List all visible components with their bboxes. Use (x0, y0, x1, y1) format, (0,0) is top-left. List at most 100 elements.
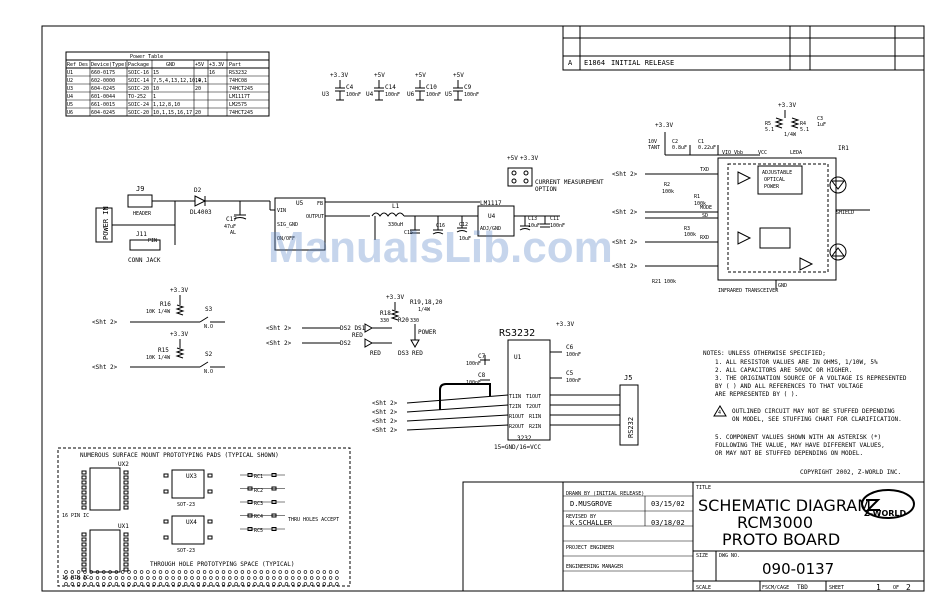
through-hole (196, 570, 201, 574)
power-table: Power Table Ref Des Device(Type) Package… (65, 51, 270, 117)
power-table-cell: 7,5,4,13,12,10,9 (153, 78, 201, 84)
through-hole (70, 570, 75, 574)
through-hole (158, 570, 163, 574)
ux3-pkg: SOT-23 (177, 502, 195, 508)
u5-ref: U5 (445, 91, 453, 98)
r1-val: 100k (694, 201, 706, 207)
proto-pad (247, 473, 253, 477)
proto-pad (123, 547, 129, 552)
u5-capval: 100nF (464, 92, 479, 98)
t2in-label: T2IN (509, 404, 521, 410)
revised-date: 03/18/02 (651, 519, 685, 527)
proto-section: NUMEROUS SURFACE MOUNT PROTOTYPING PADS … (57, 447, 351, 587)
c2-tant: TANT (648, 145, 660, 151)
proto-pads (64, 470, 339, 586)
proto-pad (271, 527, 277, 531)
power-table-cell: LM2575 (229, 102, 247, 108)
proto-pad (247, 513, 253, 518)
revised-label: REVISED BY (566, 514, 596, 520)
power-table-cell: 20 (195, 86, 201, 92)
proto-pad (81, 480, 87, 485)
through-hole (265, 582, 270, 586)
u5-label: U5 (296, 200, 304, 207)
proto-pad (247, 527, 253, 531)
header-device: Device(Type) (91, 62, 127, 68)
through-hole (102, 582, 106, 586)
rc1-label: RC1 (254, 474, 263, 480)
through-hole (64, 576, 68, 580)
header-gnd: GND (166, 62, 175, 68)
rev-letter: A (568, 59, 573, 67)
proto-pad (123, 557, 129, 562)
through-hole (102, 570, 106, 574)
power-table-cell: 20 (195, 110, 201, 116)
through-hole (284, 576, 289, 580)
ir-sht-rxd: <Sht 2> (612, 239, 638, 246)
j9-header-label: HEADER (133, 211, 152, 217)
through-hole (152, 582, 156, 586)
zworld-logo: Z-WORLD (861, 489, 915, 519)
led-r19: R19,18,20 (410, 299, 443, 306)
j11-pin-label: PIN (148, 238, 157, 244)
ux2-label: UX2 (118, 461, 129, 468)
u6-ref: U6 (407, 91, 415, 98)
ir-section: +3.3V R5 5.1 R4 5.1 1/4W C3 1uF +3.3V C2… (612, 102, 870, 294)
through-hole (221, 582, 226, 586)
title-block: DRAWN BY (INITIAL RELEASE) D.MUSGROVE 03… (462, 481, 925, 592)
power-table-cell: 16 (209, 70, 215, 76)
through-hole (221, 570, 226, 574)
power-table-cell: SOIC-16 (128, 70, 149, 76)
led-r18-val: 330 (380, 318, 389, 324)
r4-val: 5.1 (800, 127, 809, 133)
notes-section: NOTES: UNLESS OTHERWISE SPECIFIED; 1. AL… (703, 350, 907, 476)
through-hole (83, 570, 87, 574)
rc2-label: RC2 (254, 488, 263, 494)
power-table-cell: TO-252 (128, 94, 146, 100)
through-hole (165, 570, 169, 574)
through-hole (316, 576, 320, 580)
rc5-label: RC5 (254, 528, 263, 534)
u6-rail: +5V (415, 72, 426, 79)
through-hole (177, 570, 182, 574)
through-hole (202, 576, 207, 580)
through-hole (114, 570, 119, 574)
sd-label: SD (702, 213, 708, 219)
c11-val: 100nF (550, 223, 565, 229)
proto-pad (123, 532, 129, 537)
through-hole (322, 576, 326, 580)
proto-pad (81, 532, 87, 537)
u3-capval: 100nF (346, 92, 361, 98)
power-supply-section: J9 HEADER POWER IN J11 PIN CONN JACK D2 … (95, 155, 604, 264)
ds2-label: DS2 (340, 340, 351, 347)
through-hole (83, 576, 87, 580)
r-pw: 1/4W (784, 132, 797, 138)
u5-vin: VIN (277, 208, 286, 214)
dwg-label: DWG NO. (719, 553, 740, 559)
note-5c: OR MAY NOT BE STUFFED DEPENDING ON MODEL… (715, 450, 863, 457)
power-table-cell: U1 (67, 70, 73, 76)
through-hole (76, 570, 81, 574)
t1in-label: T1IN (509, 394, 521, 400)
through-hole (152, 576, 156, 580)
through-hole (215, 570, 219, 574)
through-hole (297, 582, 301, 586)
through-hole (165, 576, 169, 580)
proto-note: THRU HOLES ACCEPT (288, 517, 339, 523)
through-hole (127, 570, 131, 574)
through-hole (278, 576, 282, 580)
through-hole (133, 582, 138, 586)
proto-pad (163, 535, 169, 540)
c2-v: 10V (648, 139, 657, 145)
power-table-cell: 661-0015 (91, 102, 115, 108)
power-in-label: POWER IN (102, 206, 110, 240)
through-hole (316, 570, 320, 574)
c17-val: 47uF (224, 224, 236, 230)
manager-label: ENGINEERING MANAGER (566, 564, 624, 570)
rc3-label: RC3 (254, 501, 263, 507)
